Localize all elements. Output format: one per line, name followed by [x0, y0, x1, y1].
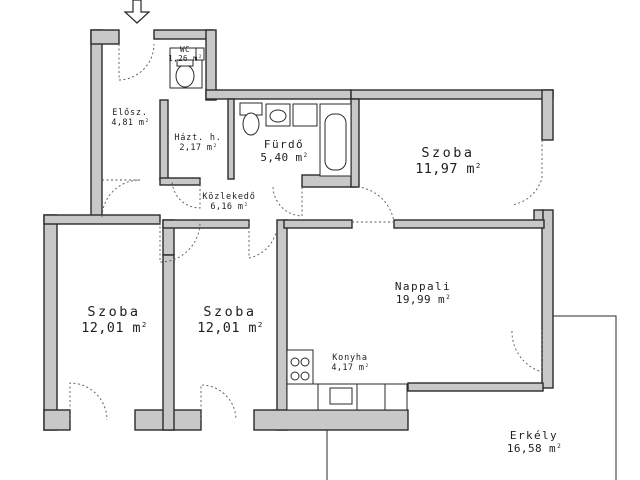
- room-label-eloszoba: Elősz. 4,81 m2: [111, 108, 149, 128]
- door-swings: [69, 43, 543, 421]
- room-label-wc: WC 1,26 m2: [168, 45, 202, 63]
- balcony-outline: [326, 315, 617, 480]
- room-label-erkely: Erkély 16,58 m2: [506, 429, 562, 455]
- fixtures: [169, 47, 408, 411]
- kitchen-sink-icon: [329, 387, 353, 405]
- room-label-haztartasi: Házt. h. 2,17 m2: [174, 133, 222, 153]
- room-label-kozlekedo: Közlekedő 6,16 m2: [202, 192, 256, 212]
- stove-icon: [286, 349, 314, 389]
- room-label-nappali: Nappali 19,99 m2: [394, 280, 452, 306]
- toilet-icon: [242, 112, 260, 136]
- toilet-icon: [175, 64, 195, 88]
- room-label-szoba-ne: Szoba 11,97 m2: [415, 145, 481, 178]
- walls: [43, 29, 554, 431]
- entrance-arrow-icon: [123, 0, 151, 24]
- room-label-furdo: Fürdő 5,40 m2: [260, 138, 308, 164]
- room-label-konyha: Konyha 4,17 m2: [331, 353, 369, 373]
- room-label-szoba-sw: Szoba 12,01 m2: [81, 304, 147, 337]
- room-label-szoba-s: Szoba 12,01 m2: [197, 304, 263, 337]
- sink-icon: [195, 47, 205, 61]
- washing-machine-icon: [292, 103, 318, 127]
